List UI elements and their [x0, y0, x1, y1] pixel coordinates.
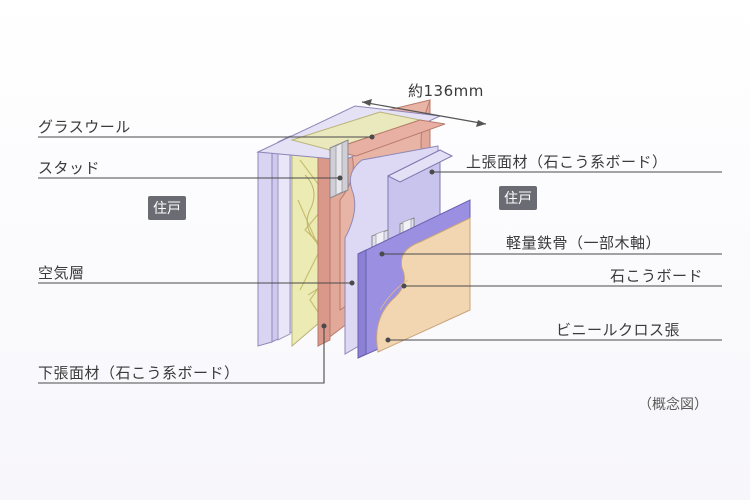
dwelling-badge-left: 住戸: [148, 196, 186, 220]
stud-channel: [329, 139, 349, 199]
label-upper-board: 上張面材（石こう系ボード）: [466, 153, 668, 171]
label-air-layer: 空気層: [38, 264, 85, 282]
label-glass-wool: グラスウール: [38, 118, 131, 136]
label-stud: スタッド: [38, 159, 101, 177]
leader-lines-left: [38, 134, 375, 384]
label-gypsum-board: 石こうボード: [610, 267, 704, 285]
label-vinyl-cloth: ビニールクロス張: [556, 321, 681, 339]
label-light-steel: 軽量鉄骨（一部木軸）: [506, 234, 662, 252]
vinyl-cloth: [376, 217, 471, 353]
board-strip: [277, 135, 291, 341]
dimension-label: 約136mm: [408, 82, 484, 100]
wall-top: [256, 105, 446, 161]
dimension-arrow: [361, 99, 487, 127]
leader-lines-right: [379, 169, 722, 343]
concept-note: （概念図）: [638, 397, 708, 413]
label-lower-board: 下張面材（石こう系ボード）: [38, 364, 240, 382]
dwelling-badge-right: 住戸: [499, 186, 537, 210]
